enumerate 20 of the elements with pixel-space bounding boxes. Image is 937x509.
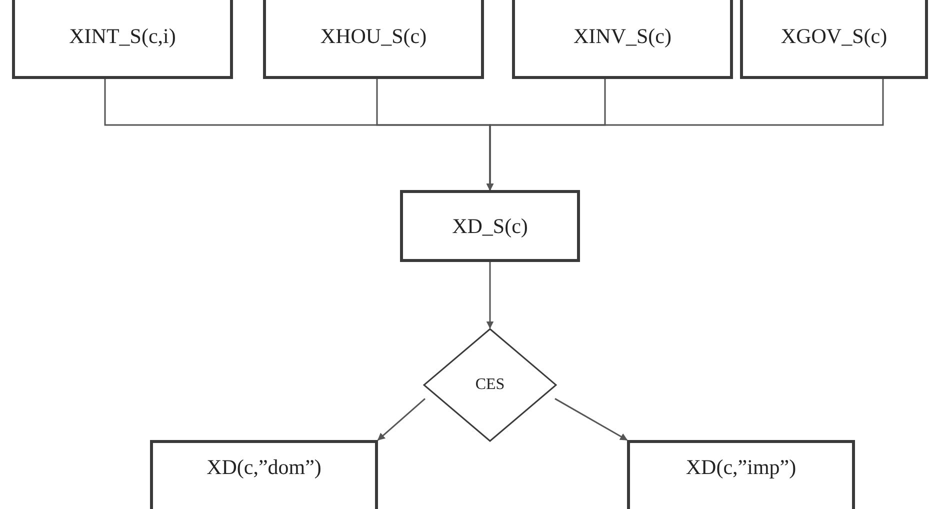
- node-label: XHOU_S(c): [320, 24, 427, 49]
- process-box: [12, 0, 233, 79]
- arrow: [486, 262, 494, 329]
- arrow: [554, 398, 628, 441]
- node-label: XD(c,”imp”): [686, 455, 796, 480]
- node-label: XINT_S(c,i): [69, 24, 176, 49]
- process-box: [512, 0, 733, 79]
- node-label: XINV_S(c): [574, 24, 672, 49]
- node-label: CES: [475, 376, 505, 394]
- node-label: XD(c,”dom”): [206, 455, 322, 480]
- node-label: XD_S(c): [452, 214, 528, 238]
- process-box: [150, 440, 378, 509]
- node-label: XGOV_S(c): [780, 24, 888, 49]
- process-box: [400, 190, 580, 262]
- process-box: [627, 440, 855, 509]
- decision-diamond: [423, 328, 557, 442]
- process-box: [740, 0, 928, 79]
- arrow: [486, 79, 884, 191]
- arrow: [377, 398, 426, 441]
- process-box: [263, 0, 484, 79]
